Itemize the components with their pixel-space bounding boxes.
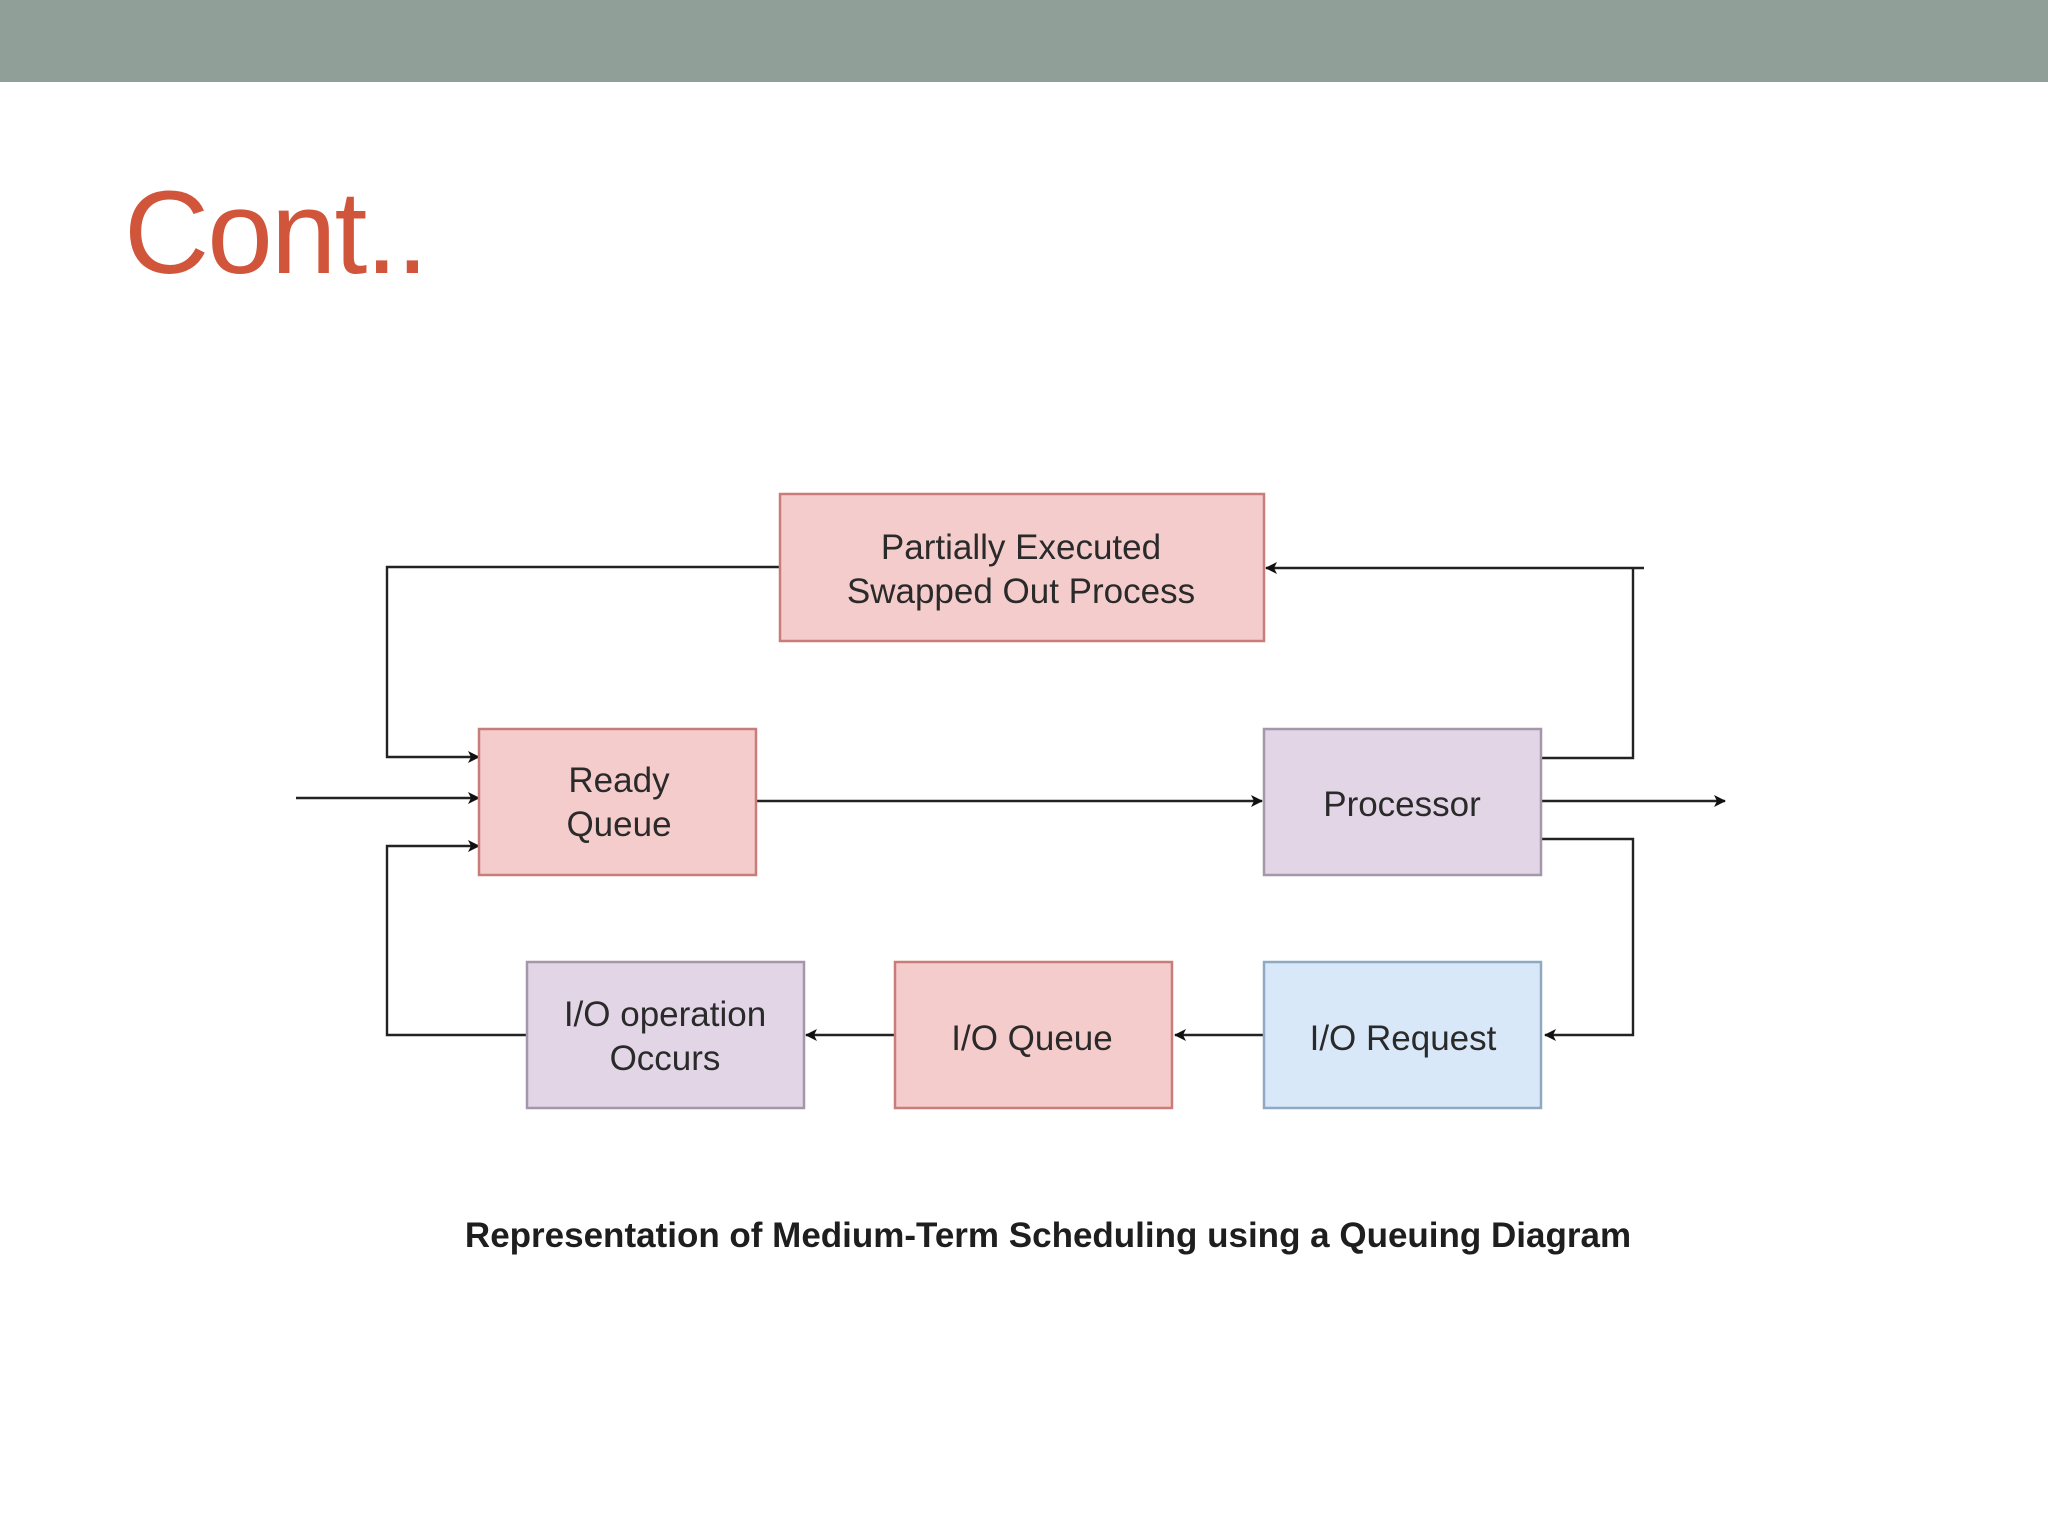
node-ready-queue: Ready Queue — [477, 727, 758, 877]
node-io-queue: I/O Queue — [893, 960, 1174, 1110]
node-swapped-out-process: Partially Executed Swapped Out Process — [778, 492, 1266, 643]
connector-processor-to-swapped — [1266, 568, 1644, 760]
connector-ioop-to-ready — [385, 840, 527, 1037]
node-swapped-box — [778, 492, 1266, 643]
node-io-request: I/O Request — [1262, 960, 1543, 1110]
node-processor-box — [1262, 727, 1543, 877]
node-swapped-label-line1: Partially Executed — [881, 528, 1161, 567]
node-ready-label-line2: Queue — [566, 805, 671, 844]
connector-processor-to-iorequest — [1541, 837, 1635, 1041]
node-io-operation-label-line2: Occurs — [610, 1039, 721, 1078]
node-processor: Processor — [1262, 727, 1543, 877]
node-io-queue-box — [893, 960, 1174, 1110]
node-ready-box — [477, 727, 758, 877]
node-io-queue-label: I/O Queue — [951, 1019, 1112, 1058]
diagram-caption: Representation of Medium-Term Scheduling… — [465, 1216, 1631, 1255]
node-swapped-label-line2: Swapped Out Process — [847, 572, 1195, 611]
node-io-request-box — [1262, 960, 1543, 1110]
top-band — [0, 0, 2048, 82]
node-io-operation: I/O operation Occurs — [525, 960, 806, 1110]
node-processor-label: Processor — [1323, 785, 1481, 824]
slide-title: Cont.. — [124, 167, 429, 299]
node-io-operation-label-line1: I/O operation — [564, 995, 766, 1034]
connectors — [296, 565, 1726, 1041]
node-ready-label-line1: Ready — [568, 761, 670, 800]
node-io-operation-box — [525, 960, 806, 1110]
node-io-request-label: I/O Request — [1310, 1019, 1497, 1058]
connector-swapped-to-ready — [385, 565, 780, 763]
